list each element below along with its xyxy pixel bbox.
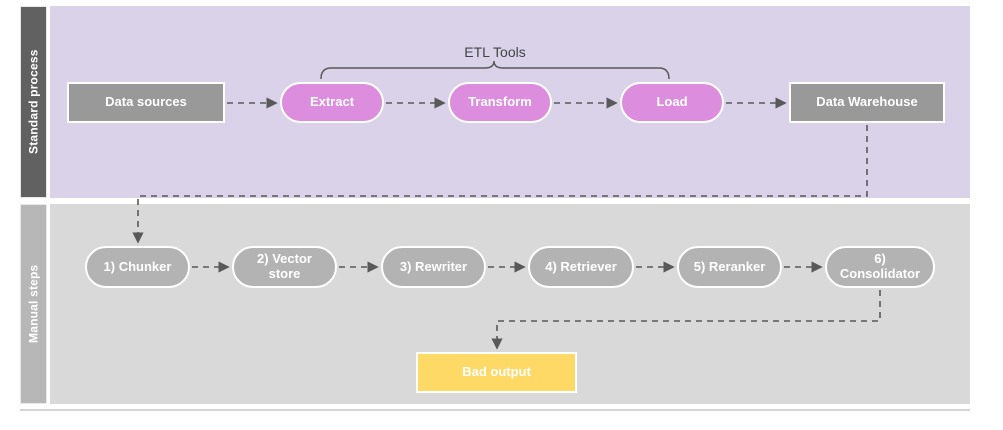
node-reranker[interactable]: 5) Reranker [677,246,782,288]
lane-label-manual-steps: Manual steps [20,204,47,404]
node-data-warehouse[interactable]: Data Warehouse [789,82,945,123]
node-retriever[interactable]: 4) Retriever [528,246,634,288]
node-chunker[interactable]: 1) Chunker [85,246,190,288]
lane-label-standard-process: Standard process [20,6,47,198]
node-load[interactable]: Load [620,82,724,123]
node-transform[interactable]: Transform [448,82,552,123]
node-vector-store[interactable]: 2) Vector store [232,246,337,288]
node-consolidator[interactable]: 6) Consolidator [825,246,935,288]
node-rewriter[interactable]: 3) Rewriter [381,246,486,288]
node-data-sources[interactable]: Data sources [67,82,225,123]
bottom-divider [20,409,970,411]
node-extract[interactable]: Extract [280,82,384,123]
node-bad-output[interactable]: Bad output [416,352,577,393]
etl-tools-label: ETL Tools [464,44,526,60]
